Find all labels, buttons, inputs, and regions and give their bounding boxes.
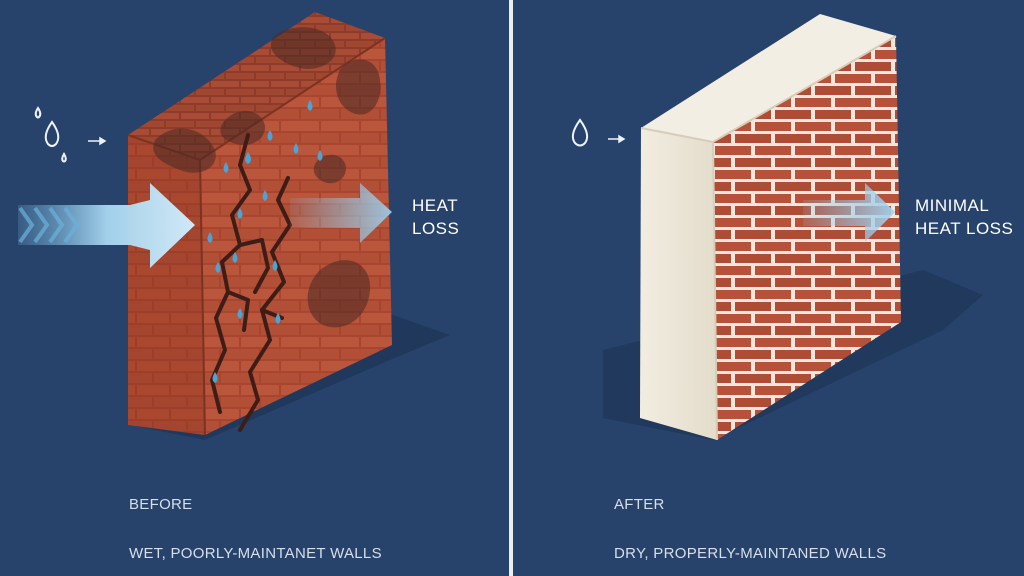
rain-drops-icon [34,106,67,163]
before-description: WET, POORLY-MAINTANET WALLS [129,545,382,562]
wall-front-face [713,36,901,440]
dry-wall-illustration [571,14,983,441]
panel-divider [509,0,513,576]
arrow-right-icon [88,136,107,146]
heat-loss-arrow [290,183,392,243]
after-title: AFTER [614,496,665,513]
rain-drop-icon [571,118,589,147]
wall-top-face [641,14,896,142]
heat-entering-arrow [18,183,195,268]
before-panel: HEAT LOSS BEFORE WET, POORLY-MAINTANET W… [0,0,509,576]
water-drops-on-wall [207,100,323,383]
heat-loss-label: HEAT LOSS [412,194,459,240]
minimal-heat-loss-arrow [803,183,895,242]
before-title: BEFORE [129,496,193,513]
wet-wall-illustration [18,12,450,440]
heat-loss-label-line2: LOSS [412,219,460,238]
wall-side-face [128,135,205,435]
wall-side-face [640,128,717,440]
wall-cracks [210,133,292,432]
after-panel: MINIMAL HEAT LOSS AFTER DRY, PROPERLY-MA… [513,0,1024,576]
after-description: DRY, PROPERLY-MAINTANED WALLS [614,545,887,562]
damp-stains [153,27,381,328]
minimal-heat-loss-label-line2: HEAT LOSS [915,219,1014,238]
minimal-heat-loss-label: MINIMAL HEAT LOSS [915,194,1013,240]
minimal-heat-loss-label-line1: MINIMAL [915,196,990,215]
arrow-right-icon [608,134,626,144]
heat-loss-label-line1: HEAT [412,196,459,215]
